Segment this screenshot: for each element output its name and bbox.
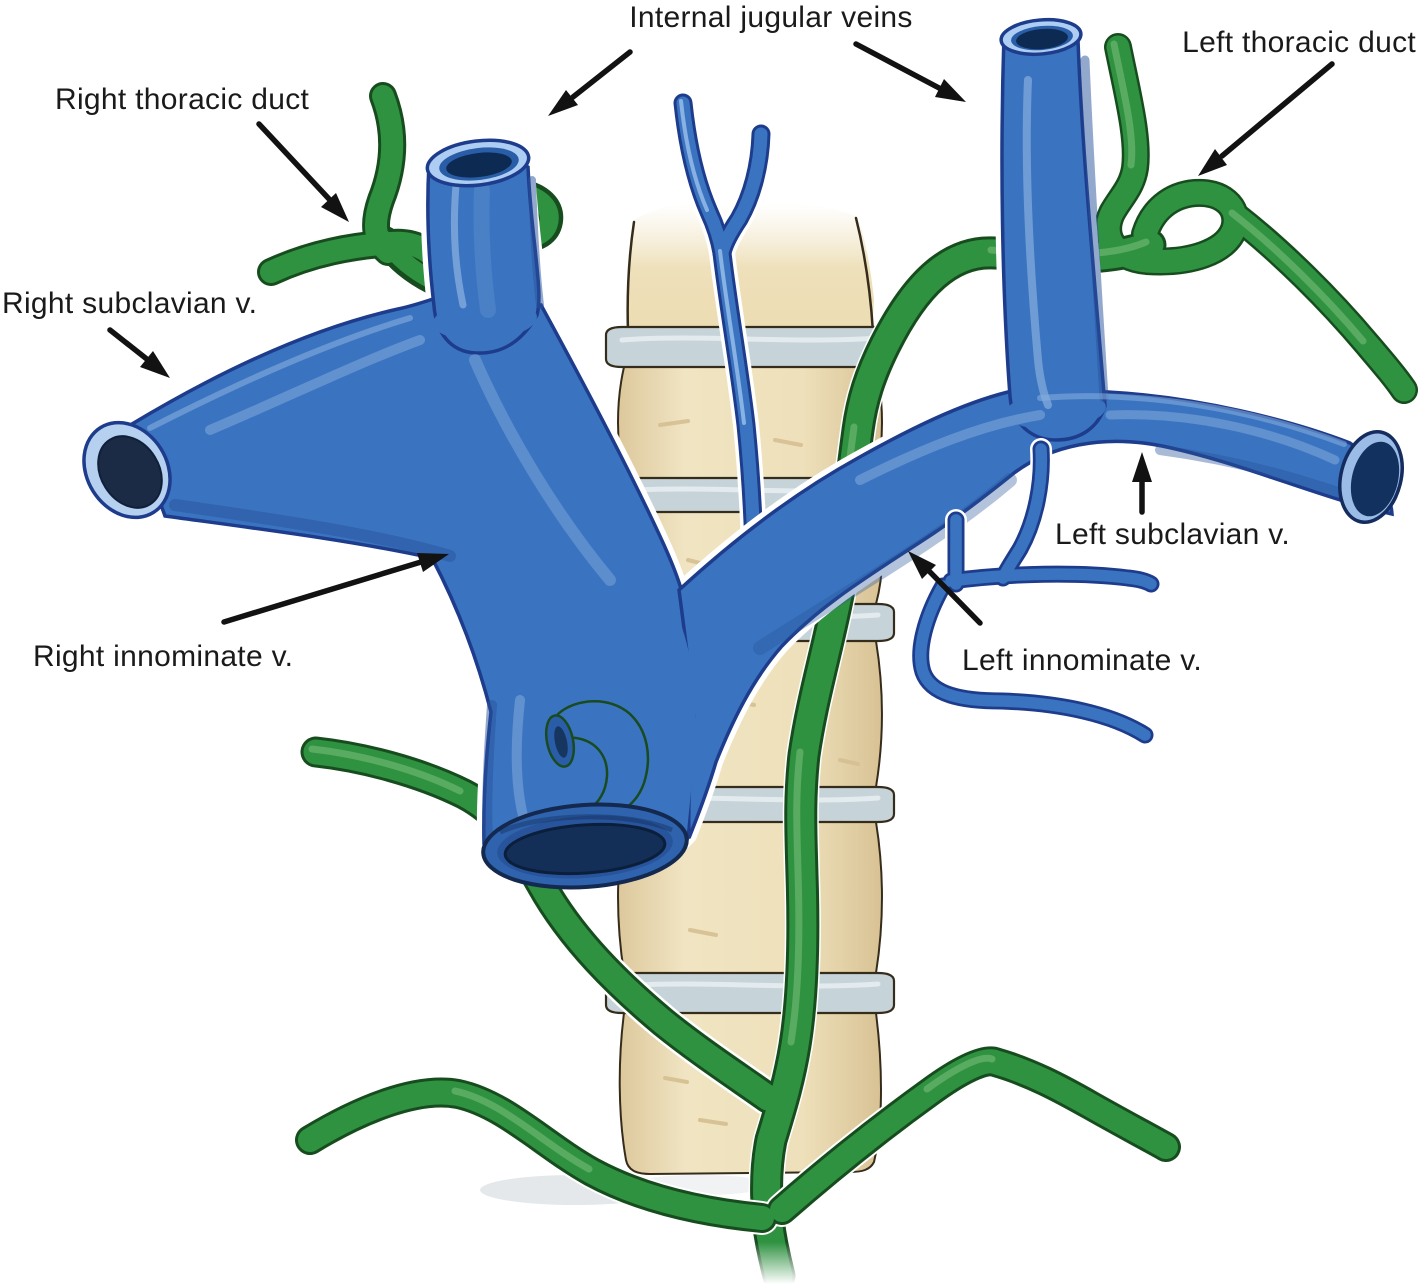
arrow-to-right-jugular [548, 49, 633, 116]
arrow-to-right-thoracic-duct [256, 121, 349, 222]
central-veins [82, 17, 1404, 890]
label-right-innominate-vein: Right innominate v. [33, 640, 294, 673]
label-left-subclavian-vein: Left subclavian v. [1055, 518, 1290, 551]
small-tributary-veins [909, 438, 1162, 746]
label-left-thoracic-duct: Left thoracic duct [1182, 26, 1416, 59]
arrow-to-left-subclavian [1132, 452, 1152, 515]
arrow-to-left-innominate [908, 551, 983, 626]
svc-cut-opening [481, 802, 689, 890]
annotation-arrows [107, 41, 1335, 626]
lymphatic-ducts-front [293, 1044, 1183, 1284]
label-left-innominate-vein: Left innominate v. [962, 644, 1202, 677]
left-subclavian-innominate [677, 388, 1394, 839]
left-jugular-cut-opening [999, 17, 1083, 57]
label-internal-jugular-veins: Internal jugular veins [629, 1, 913, 34]
left-subclavian-cut-opening [1338, 430, 1404, 524]
arrow-to-right-subclavian [107, 327, 170, 378]
vertebral-vein [670, 90, 774, 561]
azygos-vein-stub [544, 700, 650, 819]
arrow-to-right-innominate [221, 553, 449, 625]
label-right-subclavian-vein: Right subclavian v. [2, 287, 258, 320]
arrow-to-left-thoracic-duct [1198, 61, 1335, 176]
right-jugular-cut-opening [425, 138, 531, 188]
vertebra-top [627, 203, 874, 332]
label-right-thoracic-duct: Right thoracic duct [55, 83, 310, 116]
arrow-to-left-jugular [853, 41, 966, 102]
right-subclavian-cut-opening [82, 420, 172, 520]
